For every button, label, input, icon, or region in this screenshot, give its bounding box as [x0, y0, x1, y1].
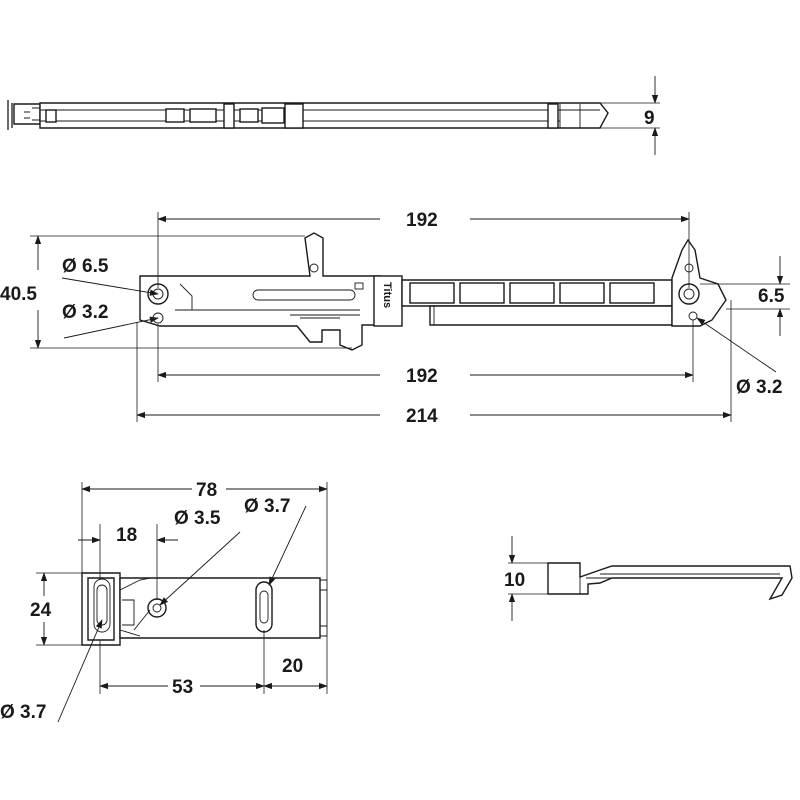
dim-40-5: 40.5	[0, 235, 352, 349]
bracket-center-hole-label: Ø 3.5	[174, 508, 221, 529]
bracket-width-label: 78	[196, 480, 217, 501]
main-view-height-label: 40.5	[0, 284, 37, 305]
dim-9: 9	[600, 76, 660, 155]
dim-6-5-right: 6.5	[700, 256, 790, 336]
main-view-overall-length-label: 214	[406, 406, 438, 427]
main-view-large-hole-label: Ø 6.5	[62, 256, 109, 277]
callout-slot-3-7-right: Ø 3.7	[244, 496, 307, 586]
bracket-right-slot-label: Ø 3.7	[244, 496, 290, 517]
top-view-height-label: 9	[644, 108, 655, 129]
side-view: 10	[504, 536, 793, 621]
dim-78: 78	[81, 480, 328, 580]
side-view-body	[547, 562, 793, 601]
callout-hole-3-5: Ø 3.5	[159, 508, 241, 606]
bracket-body	[81, 572, 328, 646]
dim-20: 20	[263, 636, 328, 694]
bracket-end-label: 20	[282, 656, 303, 677]
bracket-offset-label: 18	[116, 525, 137, 546]
top-view: 9	[7, 76, 660, 155]
main-view: Titus 192	[0, 210, 790, 427]
main-view-small-hole-left-label: Ø 3.2	[62, 302, 108, 323]
dim-18: 18	[78, 524, 178, 600]
dim-214: 214	[136, 300, 732, 427]
callout-hole-3-2-left: Ø 3.2	[62, 302, 159, 339]
main-view-body: Titus	[139, 232, 727, 351]
callout-slot-3-7-left: Ø 3.7	[0, 619, 103, 723]
bracket-spacing-label: 53	[172, 677, 193, 698]
top-view-body	[7, 100, 609, 130]
main-view-bottom-length-label: 192	[406, 366, 438, 387]
side-view-height-label: 10	[504, 570, 525, 591]
main-view-right-offset-label: 6.5	[758, 286, 785, 307]
bracket-height-label: 24	[30, 600, 52, 621]
main-view-top-length-label: 192	[406, 210, 438, 231]
dim-192-bottom: 192	[157, 320, 694, 387]
dim-10: 10	[504, 536, 548, 621]
dim-24: 24	[30, 572, 82, 646]
brand-logo-text: Titus	[381, 282, 393, 308]
bracket-left-slot-label: Ø 3.7	[0, 702, 46, 723]
callout-hole-6-5: Ø 6.5	[61, 256, 159, 296]
dim-192-top: 192	[157, 210, 690, 288]
dim-53: 53	[99, 630, 265, 698]
bracket-view: 78 Ø 3.5 Ø 3.7 18 24	[0, 480, 328, 723]
callout-hole-3-2-right: Ø 3.2	[696, 317, 782, 398]
main-view-small-hole-right-label: Ø 3.2	[736, 377, 782, 398]
